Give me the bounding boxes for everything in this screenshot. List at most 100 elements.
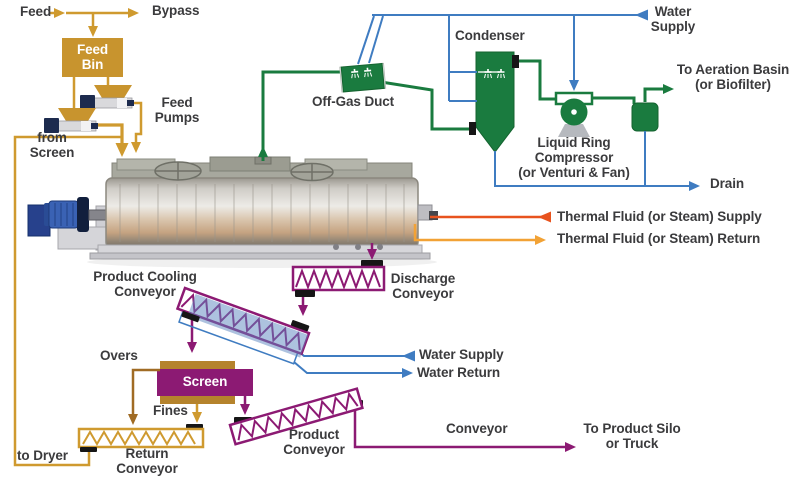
compressor-base bbox=[558, 124, 590, 137]
label-water-return: Water Return bbox=[417, 365, 501, 380]
coupling-disc bbox=[77, 197, 89, 232]
label-product-cooling-conveyor: Product Cooling Conveyor bbox=[93, 269, 197, 300]
product-cooling-conveyor bbox=[175, 286, 311, 365]
compressor-to-separator-line bbox=[592, 96, 636, 104]
spray-nozzle-icon bbox=[484, 69, 492, 79]
label-feed: Feed bbox=[20, 4, 52, 19]
pump1-drive bbox=[80, 95, 95, 110]
cooling-foot-left bbox=[181, 311, 200, 323]
label-drain: Drain bbox=[710, 176, 745, 191]
dryer-drum bbox=[105, 177, 419, 249]
return-conveyor bbox=[77, 424, 205, 452]
offgas-circuit bbox=[258, 59, 674, 161]
label-thermal-supply: Thermal Fluid (or Steam) Supply bbox=[557, 209, 762, 224]
discharge-foot-right bbox=[361, 260, 383, 267]
condenser-drain-line bbox=[494, 151, 700, 191]
label-overs: Overs bbox=[100, 348, 138, 363]
return-foot-left bbox=[80, 447, 97, 452]
water-supply-arrowhead bbox=[635, 9, 648, 21]
pump1-discharge-line bbox=[131, 101, 143, 153]
screen-return-to-dryer-line bbox=[13, 135, 122, 467]
skid-beam-lower bbox=[89, 252, 431, 260]
pump1-nozzle bbox=[127, 100, 134, 106]
label-liquid-ring-compressor: Liquid Ring Compressor (or Venturi & Fan… bbox=[518, 135, 630, 181]
condenser-water-drop bbox=[448, 15, 477, 102]
label-condenser: Condenser bbox=[455, 28, 525, 43]
cooling-water-supply-line bbox=[290, 344, 414, 357]
water-circuit bbox=[290, 14, 700, 378]
screen-deck-top bbox=[160, 361, 235, 369]
cooling-foot-right bbox=[290, 320, 310, 332]
label-screen: Screen bbox=[182, 374, 228, 389]
label-to-dryer: to Dryer bbox=[17, 448, 68, 463]
discharge-conveyor bbox=[291, 260, 386, 297]
label-water-supply: Water Supply bbox=[419, 347, 504, 362]
label-to-aeration-basin: To Aeration Basin (or Biofilter) bbox=[676, 62, 790, 93]
pump2-nozzle bbox=[91, 123, 98, 129]
product-conveyor bbox=[228, 387, 364, 446]
condenser-inlet-stub bbox=[469, 122, 476, 135]
drain-fitting-2 bbox=[355, 244, 361, 250]
top-panel-center bbox=[209, 156, 291, 172]
label-from-screen: from Screen bbox=[29, 130, 75, 161]
skid-beam-upper bbox=[97, 244, 423, 254]
discharge-screw bbox=[295, 268, 381, 290]
label-thermal-return: Thermal Fluid (or Steam) Return bbox=[557, 231, 761, 246]
manhole-left-handle bbox=[155, 162, 201, 180]
discharge-foot-left bbox=[295, 290, 315, 297]
condenser-outlet-stub bbox=[512, 55, 519, 68]
feed-bin bbox=[62, 38, 123, 77]
label-off-gas-duct: Off-Gas Duct bbox=[312, 94, 395, 109]
label-return-conveyor: Return Conveyor bbox=[116, 446, 178, 477]
pump2-discharge-line bbox=[97, 123, 129, 157]
pump1-band bbox=[117, 98, 127, 108]
separator-to-aeration-line bbox=[643, 84, 674, 102]
duct-to-condenser-line bbox=[380, 80, 474, 131]
feed-pump-upper bbox=[80, 85, 134, 110]
drain-fitting-1 bbox=[333, 244, 339, 250]
thermal-supply-arrowhead bbox=[538, 211, 551, 223]
pump2-drive bbox=[44, 118, 59, 133]
gas-separator bbox=[631, 102, 659, 132]
screen-unit bbox=[157, 361, 253, 404]
drum-seams bbox=[119, 184, 405, 242]
drain-fitting-3 bbox=[377, 244, 383, 250]
label-feed-pumps: Feed Pumps bbox=[154, 95, 200, 126]
compressor-hub bbox=[571, 109, 577, 115]
duct-body bbox=[340, 62, 385, 93]
screen-body bbox=[157, 369, 253, 396]
label-to-product-silo: To Product Silo or Truck bbox=[583, 421, 681, 452]
pump2-band bbox=[81, 121, 91, 131]
label-feed-bin: Feed Bin bbox=[76, 42, 109, 73]
condenser-to-compressor-line bbox=[514, 59, 556, 101]
off-gas-duct bbox=[339, 62, 387, 93]
label-bypass: Bypass bbox=[152, 3, 200, 18]
cooling-water-jacket bbox=[187, 293, 309, 358]
spray-nozzle-icon bbox=[351, 68, 360, 79]
motor-ribs bbox=[54, 203, 74, 226]
spray-nozzle-icon bbox=[497, 69, 505, 79]
manhole-right-handle bbox=[291, 164, 333, 181]
pump2-hopper bbox=[58, 108, 96, 121]
cooling-supply-arrowhead bbox=[402, 350, 415, 362]
label-fines: Fines bbox=[153, 403, 188, 418]
overs-line bbox=[128, 368, 160, 425]
feed-circuit bbox=[13, 8, 202, 467]
duct-spray-drop-2 bbox=[368, 15, 384, 64]
thermal-connector bbox=[429, 211, 438, 220]
duct-spray-drop-1 bbox=[357, 15, 375, 65]
label-discharge-conveyor: Discharge Conveyor bbox=[390, 271, 456, 302]
condenser-vessel bbox=[469, 51, 519, 153]
return-screw bbox=[82, 430, 196, 446]
cooling-water-return-line bbox=[293, 361, 413, 378]
pump1-hopper bbox=[94, 85, 132, 98]
label-conveyor: Conveyor bbox=[446, 421, 508, 436]
product-screw bbox=[237, 391, 359, 441]
conveyor-to-silo-line bbox=[353, 406, 576, 452]
thermal-return-line bbox=[413, 224, 546, 245]
dryer-to-duct-line bbox=[261, 70, 343, 157]
screen-deck-bottom bbox=[160, 396, 235, 404]
spray-nozzle-icon bbox=[364, 67, 373, 78]
